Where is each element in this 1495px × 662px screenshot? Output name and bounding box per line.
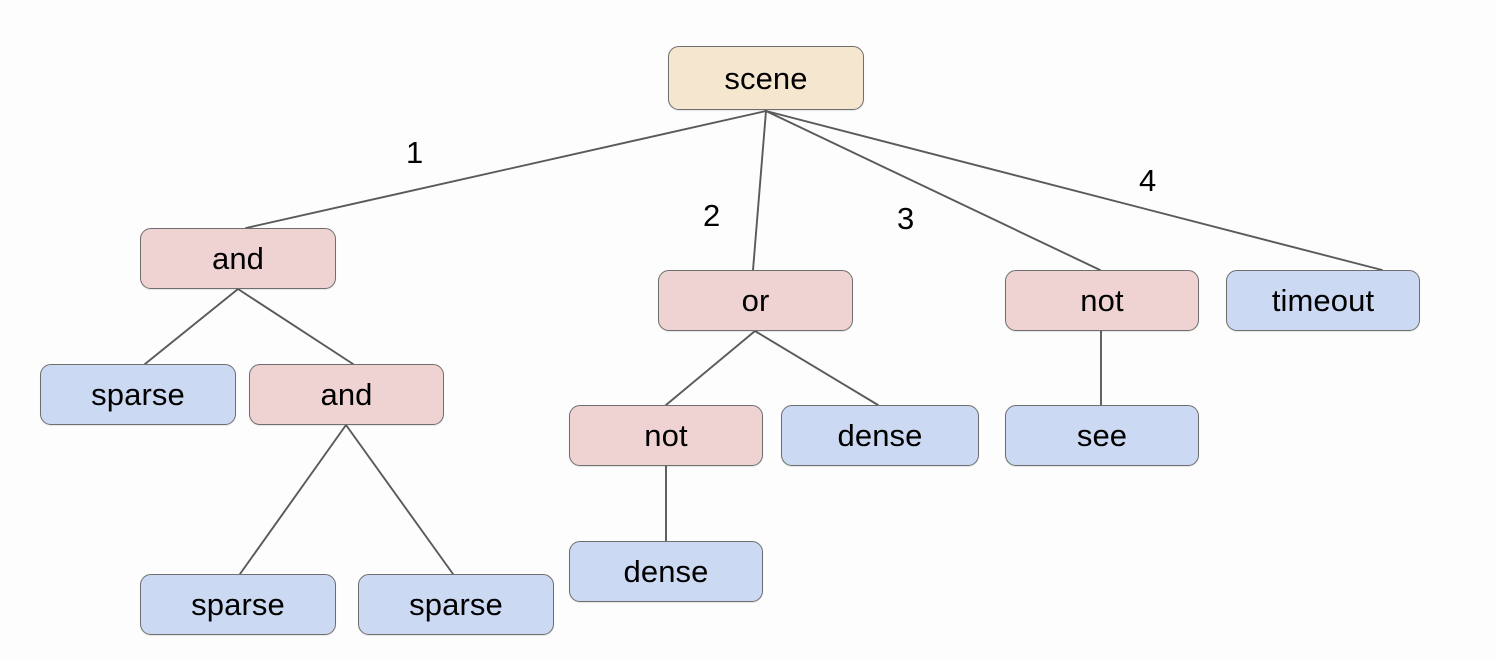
- tree-node-label: and: [211, 241, 265, 276]
- tree-edge-scene-to-timeout1: [765, 110, 1383, 271]
- tree-edge-scene-to-not1: [765, 110, 1101, 271]
- edge-label-1: 1: [406, 135, 424, 170]
- edge-label-4: 4: [1139, 163, 1157, 198]
- tree-node-and2[interactable]: and: [249, 364, 444, 425]
- tree-node-label: sparse: [91, 377, 185, 412]
- tree-node-or1[interactable]: or: [658, 270, 853, 331]
- tree-node-label: sparse: [409, 587, 503, 622]
- tree-node-sparse3[interactable]: sparse: [358, 574, 554, 635]
- tree-edge-and2-to-sparse2: [239, 424, 347, 575]
- tree-node-label: not: [1080, 283, 1124, 318]
- edge-label-2: 2: [703, 198, 721, 233]
- tree-node-sparse2[interactable]: sparse: [140, 574, 336, 635]
- tree-edge-or1-to-not2: [665, 330, 756, 406]
- tree-node-dense2[interactable]: dense: [569, 541, 763, 602]
- tree-edge-and2-to-sparse3: [345, 424, 454, 575]
- tree-node-not1[interactable]: not: [1005, 270, 1199, 331]
- tree-node-label: not: [644, 418, 688, 453]
- tree-node-and1[interactable]: and: [140, 228, 336, 289]
- tree-node-scene[interactable]: scene: [668, 46, 864, 110]
- tree-node-see1[interactable]: see: [1005, 405, 1199, 466]
- tree-node-timeout1[interactable]: timeout: [1226, 270, 1420, 331]
- edge-label-3: 3: [897, 201, 915, 236]
- tree-node-label: or: [741, 283, 770, 318]
- tree-node-label: sparse: [191, 587, 285, 622]
- tree-edge-and1-to-sparse1: [144, 288, 239, 365]
- tree-edge-and1-to-and2: [237, 288, 354, 365]
- tree-node-sparse1[interactable]: sparse: [40, 364, 236, 425]
- tree-node-label: see: [1076, 418, 1128, 453]
- tree-edge-scene-to-and1: [245, 110, 767, 229]
- tree-edge-scene-to-or1: [752, 110, 767, 271]
- tree-node-label: and: [320, 377, 373, 412]
- tree-node-dense1[interactable]: dense: [781, 405, 979, 466]
- tree-edge-or1-to-dense1: [754, 330, 879, 406]
- tree-node-label: timeout: [1271, 283, 1375, 318]
- tree-node-not2[interactable]: not: [569, 405, 763, 466]
- tree-node-label: scene: [724, 60, 808, 96]
- tree-node-label: dense: [623, 554, 709, 589]
- tree-node-label: dense: [837, 418, 923, 453]
